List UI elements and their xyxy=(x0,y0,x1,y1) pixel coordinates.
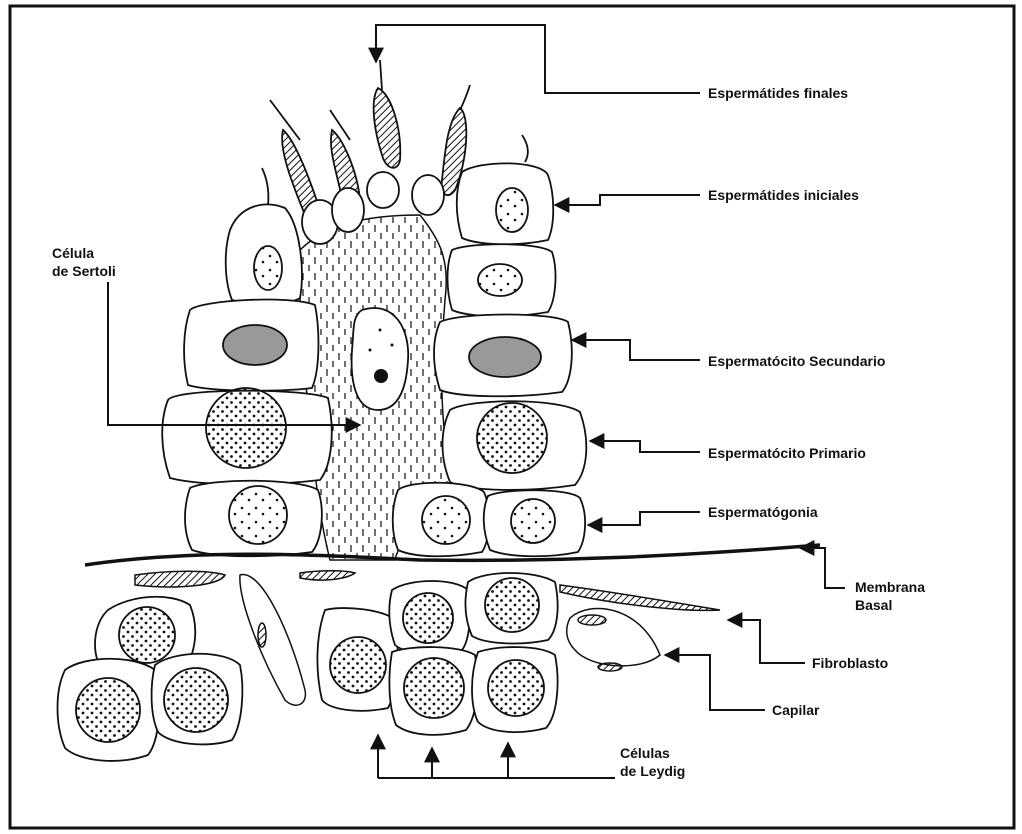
label-membrana-basal-line1: Membrana xyxy=(855,578,925,596)
label-espermatocito-secundario: Espermatócito Secundario xyxy=(708,352,885,370)
label-celulas-leydig-line1: Células xyxy=(620,744,685,762)
label-membrana-basal-line2: Basal xyxy=(855,596,925,614)
label-espermatocito-primario: Espermatócito Primario xyxy=(708,444,866,462)
label-celula-sertoli-line2: de Sertoli xyxy=(52,262,116,280)
label-espermatogonia: Espermatógonia xyxy=(708,503,818,521)
sertoli-nucleus xyxy=(352,308,409,410)
primary-nucleus-right xyxy=(477,403,547,473)
label-espermatides-iniciales: Espermátides iniciales xyxy=(708,186,859,204)
secondary-nucleus-left xyxy=(223,325,287,365)
label-celula-sertoli: Célula de Sertoli xyxy=(52,244,116,280)
label-celulas-leydig: Células de Leydig xyxy=(620,744,685,780)
primary-nucleus-left xyxy=(206,388,286,468)
label-fibroblasto: Fibroblasto xyxy=(812,654,888,672)
label-capilar: Capilar xyxy=(772,701,819,719)
label-celula-sertoli-line1: Célula xyxy=(52,244,116,262)
secondary-nucleus-right xyxy=(469,337,541,377)
label-espermatides-finales: Espermátides finales xyxy=(708,84,848,102)
label-membrana-basal: Membrana Basal xyxy=(855,578,925,614)
espermatides-finales-cells xyxy=(270,60,470,244)
leydig-cells xyxy=(58,573,558,761)
label-celulas-leydig-line2: de Leydig xyxy=(620,762,685,780)
sertoli-nucleolus xyxy=(374,369,388,383)
